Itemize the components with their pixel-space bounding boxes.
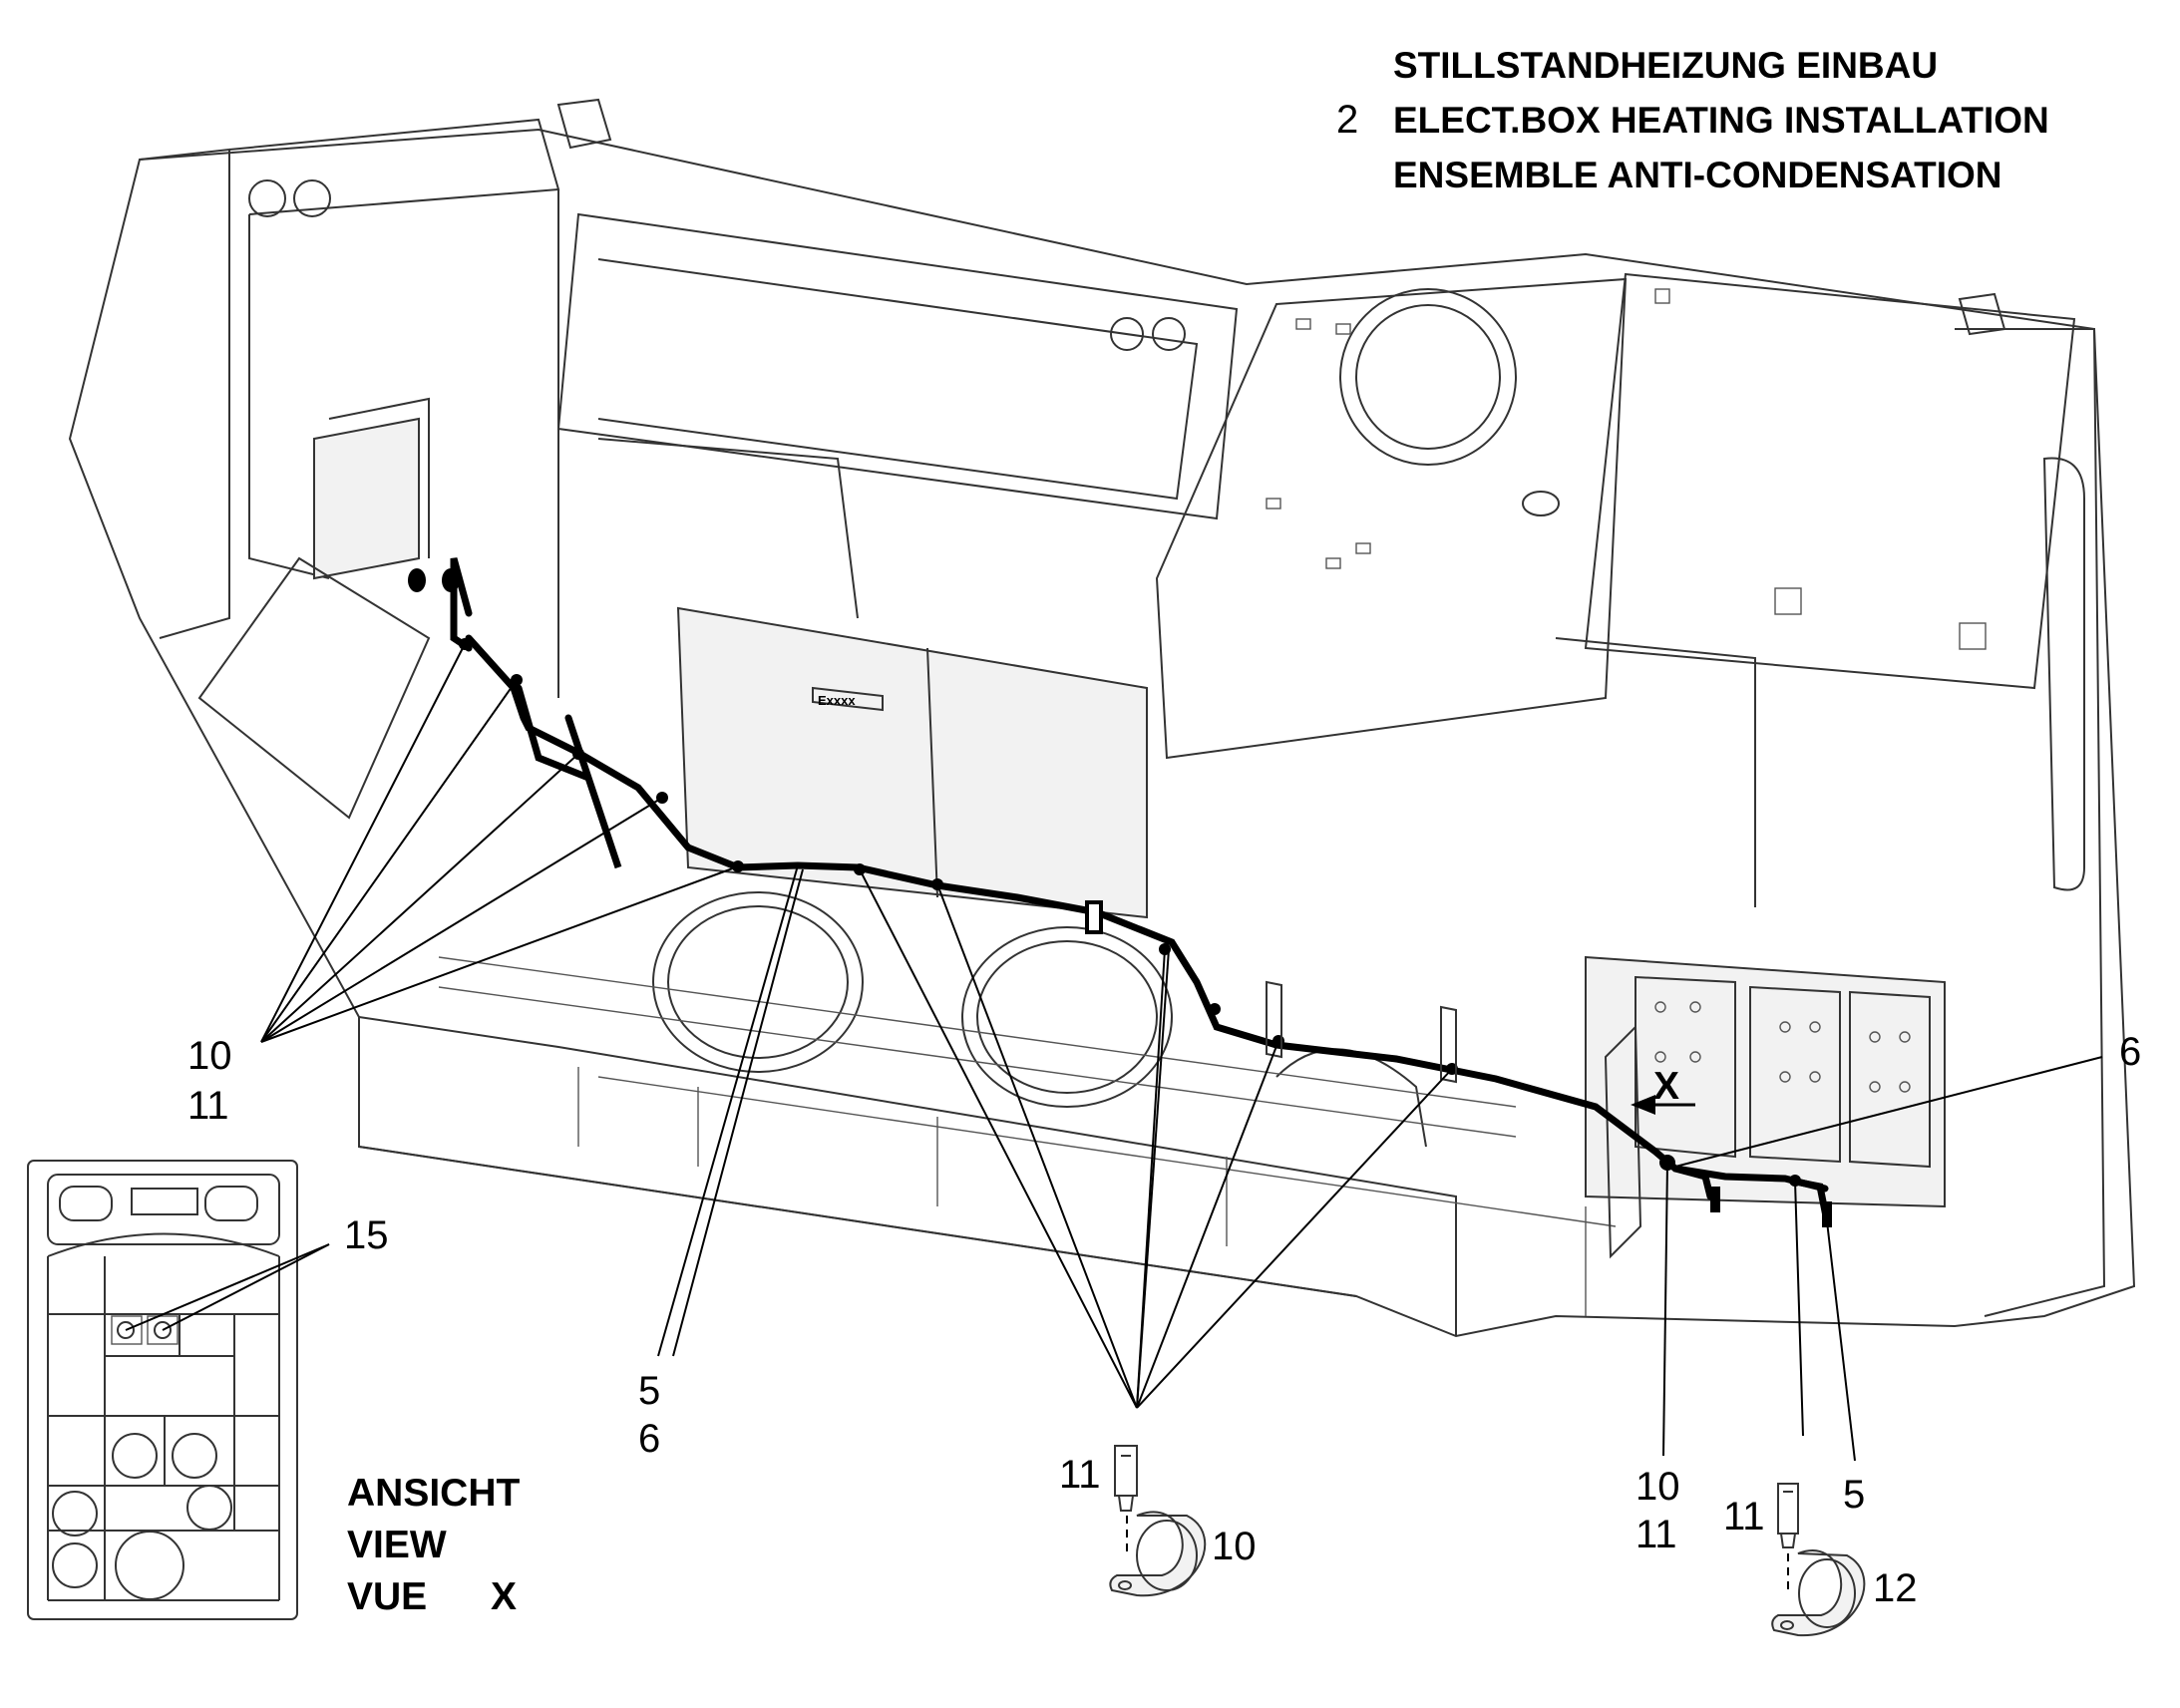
view-marker: X [1653, 1065, 1679, 1108]
machine-frame: Exxxx [68, 98, 2136, 1338]
callout-11-left: 11 [187, 1084, 229, 1128]
plate-bolts [1266, 288, 1987, 650]
view-caption-german: ANSICHT [347, 1472, 521, 1515]
callout-6-right: 6 [2119, 1030, 2141, 1074]
callouts: 10 11 5 6 6 10 11 5 X [187, 1030, 2141, 1556]
callout-15: 15 [344, 1213, 389, 1257]
detail-right-screw: 11 [1723, 1495, 1765, 1538]
leader-lines [260, 643, 2103, 1462]
clip-detail-right: 11 12 [1723, 1483, 1918, 1637]
cabinet-logo: Exxxx [818, 693, 856, 708]
callout-6-mid: 6 [638, 1417, 660, 1461]
view-caption-french: VUE [347, 1575, 427, 1618]
callout-5-mid: 5 [638, 1369, 660, 1413]
wiring-harness [408, 557, 1832, 1227]
view-x-inset: 15 [27, 1160, 389, 1620]
title-block: STILLSTANDHEIZUNG EINBAU 2 ELECT.BOX HEA… [1336, 45, 2049, 195]
detail-left-screw: 11 [1059, 1453, 1101, 1497]
callout-10-right: 10 [1635, 1465, 1680, 1509]
title-item-number: 2 [1336, 98, 1358, 142]
detail-left-clip: 10 [1212, 1525, 1257, 1568]
view-caption-english: VIEW [347, 1524, 447, 1566]
detail-right-clip: 12 [1873, 1566, 1918, 1610]
title-german: STILLSTANDHEIZUNG EINBAU [1393, 45, 1938, 86]
view-caption-letter: X [491, 1575, 517, 1618]
callout-5-right: 5 [1843, 1473, 1865, 1517]
view-caption: ANSICHT VIEW VUE X [347, 1472, 521, 1618]
clip-detail-left: 11 10 [1059, 1445, 1257, 1597]
title-english: ELECT.BOX HEATING INSTALLATION [1393, 100, 2049, 141]
callout-11-right: 11 [1635, 1513, 1677, 1556]
callout-10-left: 10 [187, 1034, 232, 1078]
title-french: ENSEMBLE ANTI-CONDENSATION [1393, 155, 2002, 195]
